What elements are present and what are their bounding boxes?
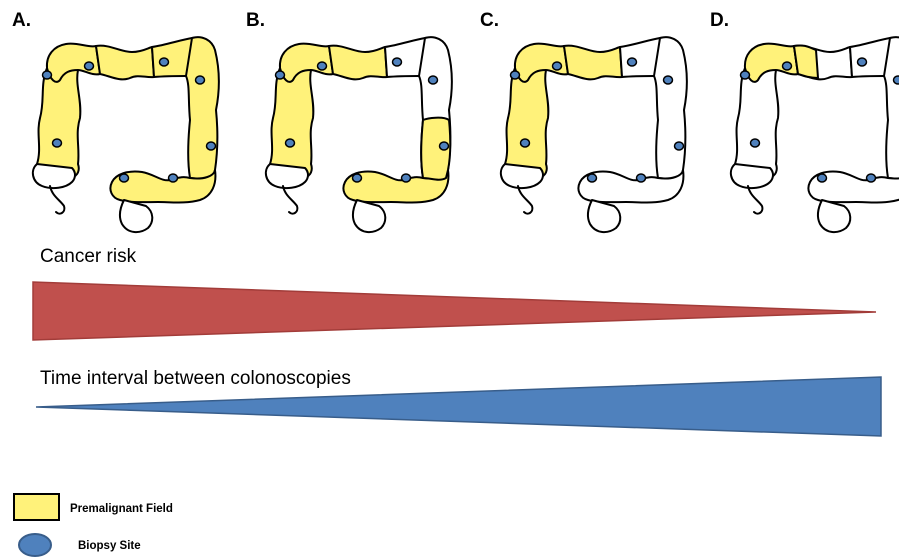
- biopsy-site: [286, 139, 295, 147]
- colon-segment-cecum: [731, 164, 773, 188]
- appendix: [518, 186, 532, 214]
- legend-premalignant-label: Premalignant Field: [70, 503, 173, 515]
- biopsy-site: [783, 62, 792, 70]
- colon-diagram-a: [33, 37, 219, 232]
- panel-label-d: D.: [710, 10, 729, 31]
- biopsy-site: [160, 58, 169, 66]
- colon-panels: [33, 37, 899, 232]
- biopsy-site: [867, 174, 876, 182]
- cancer-risk-wedge: [33, 282, 876, 340]
- biopsy-site: [521, 139, 530, 147]
- panel-label-a: A.: [12, 10, 31, 31]
- biopsy-site: [53, 139, 62, 147]
- legend-premalignant-swatch: [14, 494, 59, 520]
- colon-segment-cecum: [33, 164, 75, 188]
- biopsy-site: [85, 62, 94, 70]
- biopsy-site: [429, 76, 438, 84]
- colon-segment-descending: [186, 37, 219, 180]
- panel-label-b: B.: [246, 10, 265, 31]
- biopsy-site: [858, 58, 867, 66]
- cancer-risk-label: Cancer risk: [40, 246, 137, 267]
- biopsy-site: [511, 71, 520, 79]
- panel-label-c: C.: [480, 10, 499, 31]
- colon-segment-transverse-left: [96, 46, 154, 80]
- biopsy-site: [628, 58, 637, 66]
- appendix: [283, 186, 297, 214]
- biopsy-site: [120, 174, 129, 182]
- colon-segment-ascending: [735, 68, 779, 177]
- colon-segment-rectum: [818, 200, 850, 232]
- biopsy-site: [553, 62, 562, 70]
- colon-segment-transverse-left: [329, 46, 387, 80]
- biopsy-site: [818, 174, 827, 182]
- colon-segment-cecum: [266, 164, 308, 188]
- colon-segment-ascending: [270, 68, 314, 177]
- biopsy-site: [43, 71, 52, 79]
- colon-segment-transverse-short: [794, 45, 818, 78]
- biopsy-site: [402, 174, 411, 182]
- colon-segment-rectum: [120, 200, 152, 232]
- biopsy-site: [353, 174, 362, 182]
- biopsy-site: [664, 76, 673, 84]
- appendix: [748, 186, 762, 214]
- time-interval-label: Time interval between colonoscopies: [40, 368, 351, 389]
- colon-segment-ascending: [505, 68, 549, 177]
- colon-segment-cecum: [501, 164, 543, 188]
- biopsy-site: [741, 71, 750, 79]
- biopsy-site: [751, 139, 760, 147]
- colon-diagram-d: [731, 37, 899, 232]
- appendix: [50, 186, 64, 214]
- colon-segment-descending: [654, 37, 687, 180]
- colon-segment-rectum: [588, 200, 620, 232]
- colon-diagram-c: [501, 37, 687, 232]
- biopsy-site: [276, 71, 285, 79]
- biopsy-site: [318, 62, 327, 70]
- biopsy-site: [894, 76, 899, 84]
- legend-biopsy-icon: [19, 534, 51, 556]
- colon-segment-rectum: [353, 200, 385, 232]
- biopsy-site: [440, 142, 449, 150]
- colon-segment-ascending: [37, 68, 81, 177]
- biopsy-site: [196, 76, 205, 84]
- biopsy-site: [169, 174, 178, 182]
- biopsy-site: [393, 58, 402, 66]
- colon-diagram-b: [266, 37, 452, 232]
- biopsy-site: [675, 142, 684, 150]
- biopsy-site: [588, 174, 597, 182]
- biopsy-site: [207, 142, 216, 150]
- colon-segment-descending: [884, 37, 899, 180]
- biopsy-site: [637, 174, 646, 182]
- colon-segment-transverse-left: [564, 46, 622, 80]
- legend-biopsy-label: Biopsy Site: [78, 540, 141, 552]
